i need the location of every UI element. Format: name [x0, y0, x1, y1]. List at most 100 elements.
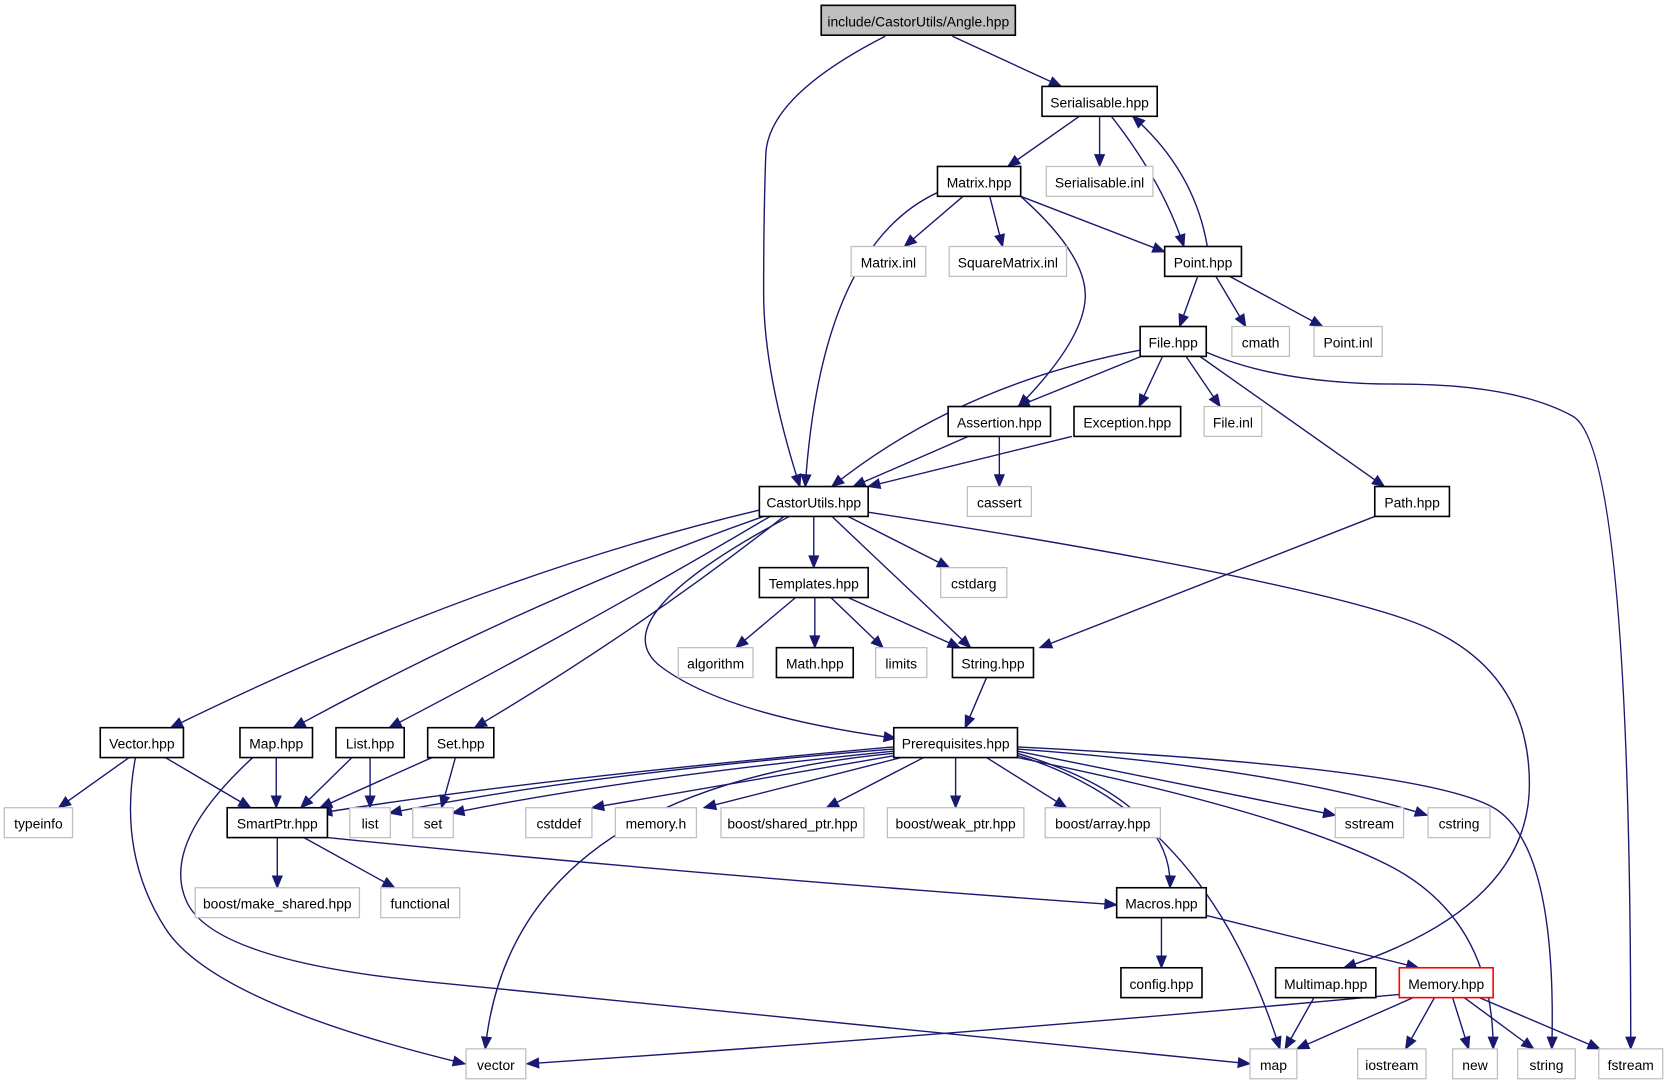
edge-line: [1110, 115, 1185, 247]
node-vector-hpp[interactable]: Vector.hpp: [99, 726, 185, 759]
edge-line: [1017, 746, 1553, 1049]
node-assertion[interactable]: Assertion.hpp: [947, 405, 1052, 438]
node-label: cstdarg: [951, 576, 996, 592]
node-prerequisites[interactable]: Prerequisites.hpp: [892, 726, 1019, 759]
edge-point-to-point_inl: [1229, 275, 1324, 328]
node-cstdarg: cstdarg: [940, 567, 1008, 599]
edge-line: [868, 511, 1531, 969]
edge-list_hpp-to-list: [364, 757, 376, 810]
node-box: [1598, 1048, 1664, 1080]
edge-angle-to-castorutils: [762, 35, 886, 488]
edge-line: [1039, 515, 1376, 649]
edge-prerequisites-to-new: [1017, 756, 1499, 1051]
node-algorithm: algorithm: [677, 647, 754, 679]
edge-file-to-path: [1199, 355, 1386, 488]
node-map-hpp[interactable]: Map.hpp: [239, 726, 314, 759]
node-templates[interactable]: Templates.hpp: [758, 566, 869, 599]
edge-line: [319, 746, 894, 814]
arrowhead-icon: [734, 635, 749, 649]
node-label: Assertion.hpp: [957, 415, 1042, 431]
arrowhead-icon: [851, 476, 867, 488]
node-box: [1334, 807, 1405, 839]
edge-exception-to-castorutils: [866, 435, 1073, 490]
node-box: [380, 887, 461, 919]
edge-line: [1206, 914, 1419, 969]
node-label: Point.inl: [1323, 335, 1372, 351]
edge-line: [170, 509, 760, 729]
edge-map_hpp-to-map: [180, 757, 1252, 1069]
node-config[interactable]: config.hpp: [1120, 966, 1203, 999]
arrowhead-icon: [1131, 115, 1146, 129]
node-label: new: [1462, 1057, 1488, 1073]
edge-smartptr-to-macros: [327, 836, 1119, 910]
node-castorutils[interactable]: CastorUtils.hpp: [758, 485, 869, 518]
node-box: [874, 647, 928, 679]
edge-prerequisites-to-boost_array: [986, 756, 1068, 809]
node-matrix-inl: Matrix.inl: [850, 245, 927, 277]
node-label: SmartPtr.hpp: [237, 816, 318, 832]
node-cstring: cstring: [1427, 807, 1491, 839]
node-box: [1517, 1048, 1576, 1080]
edge-line: [1007, 115, 1080, 168]
edges-layer: [57, 35, 1637, 1069]
node-box: [1073, 405, 1182, 438]
arrowhead-icon: [1270, 1035, 1282, 1051]
node-label: Matrix.hpp: [947, 174, 1012, 190]
node-memory-hpp[interactable]: Memory.hpp: [1398, 966, 1494, 999]
edge-line: [852, 435, 969, 488]
node-label: boost/array.hpp: [1055, 816, 1151, 832]
node-point[interactable]: Point.hpp: [1163, 245, 1243, 278]
edge-matrix-to-matrix_inl: [903, 195, 964, 248]
node-box: [194, 887, 361, 919]
node-smartptr[interactable]: SmartPtr.hpp: [226, 806, 329, 839]
edge-line: [292, 515, 764, 729]
edge-prerequisites-to-string: [1017, 746, 1558, 1051]
node-string-hpp[interactable]: String.hpp: [951, 646, 1035, 679]
node-set-hpp[interactable]: Set.hpp: [426, 726, 495, 759]
node-file[interactable]: File.hpp: [1139, 325, 1208, 358]
node-multimap[interactable]: Multimap.hpp: [1274, 966, 1377, 999]
arrowhead-icon: [1164, 875, 1177, 890]
node-math[interactable]: Math.hpp: [775, 646, 855, 679]
edge-file-to-exception: [1138, 356, 1164, 408]
edge-line: [703, 756, 902, 809]
node-matrix[interactable]: Matrix.hpp: [936, 165, 1022, 198]
edge-line: [526, 993, 1400, 1065]
node-list-hpp[interactable]: List.hpp: [335, 726, 406, 759]
edge-line: [58, 757, 130, 809]
edge-macros-to-config: [1155, 917, 1168, 970]
node-exception[interactable]: Exception.hpp: [1073, 405, 1182, 438]
edge-line: [644, 515, 896, 740]
node-label: Map.hpp: [249, 736, 303, 752]
node-box: [1357, 1048, 1427, 1080]
edge-templates-to-math: [809, 597, 821, 650]
node-box: [1041, 85, 1158, 118]
node-serialisable[interactable]: Serialisable.hpp: [1041, 85, 1158, 118]
node-label: cstring: [1439, 816, 1480, 832]
arrowhead-icon: [993, 474, 1005, 488]
arrowhead-icon: [957, 635, 972, 649]
edge-line: [831, 515, 972, 649]
node-path[interactable]: Path.hpp: [1373, 485, 1451, 518]
node-box: [1044, 807, 1162, 839]
edge-prerequisites-to-boost_weak_ptr: [950, 757, 962, 810]
edge-prerequisites-to-sstream: [1017, 750, 1337, 819]
node-box: [947, 405, 1052, 438]
node-label: Templates.hpp: [769, 576, 859, 592]
edge-memory_hpp-to-string: [1463, 997, 1535, 1050]
edge-prerequisites-to-list: [387, 748, 894, 817]
node-iostream: iostream: [1357, 1048, 1427, 1080]
node-angle[interactable]: include/CastorUtils/Angle.hpp: [820, 4, 1017, 37]
node-macros[interactable]: Macros.hpp: [1115, 886, 1208, 919]
arrowhead-icon: [1405, 1035, 1417, 1051]
edge-point-to-file: [1178, 276, 1199, 328]
edge-line: [484, 752, 894, 1049]
edge-line: [1017, 750, 1336, 816]
node-box: [775, 646, 855, 679]
edge-line: [831, 349, 1142, 488]
node-box: [936, 165, 1022, 198]
edge-memory_hpp-to-map: [1295, 997, 1414, 1050]
arrowhead-icon: [825, 797, 841, 809]
node-label: list: [362, 816, 379, 832]
